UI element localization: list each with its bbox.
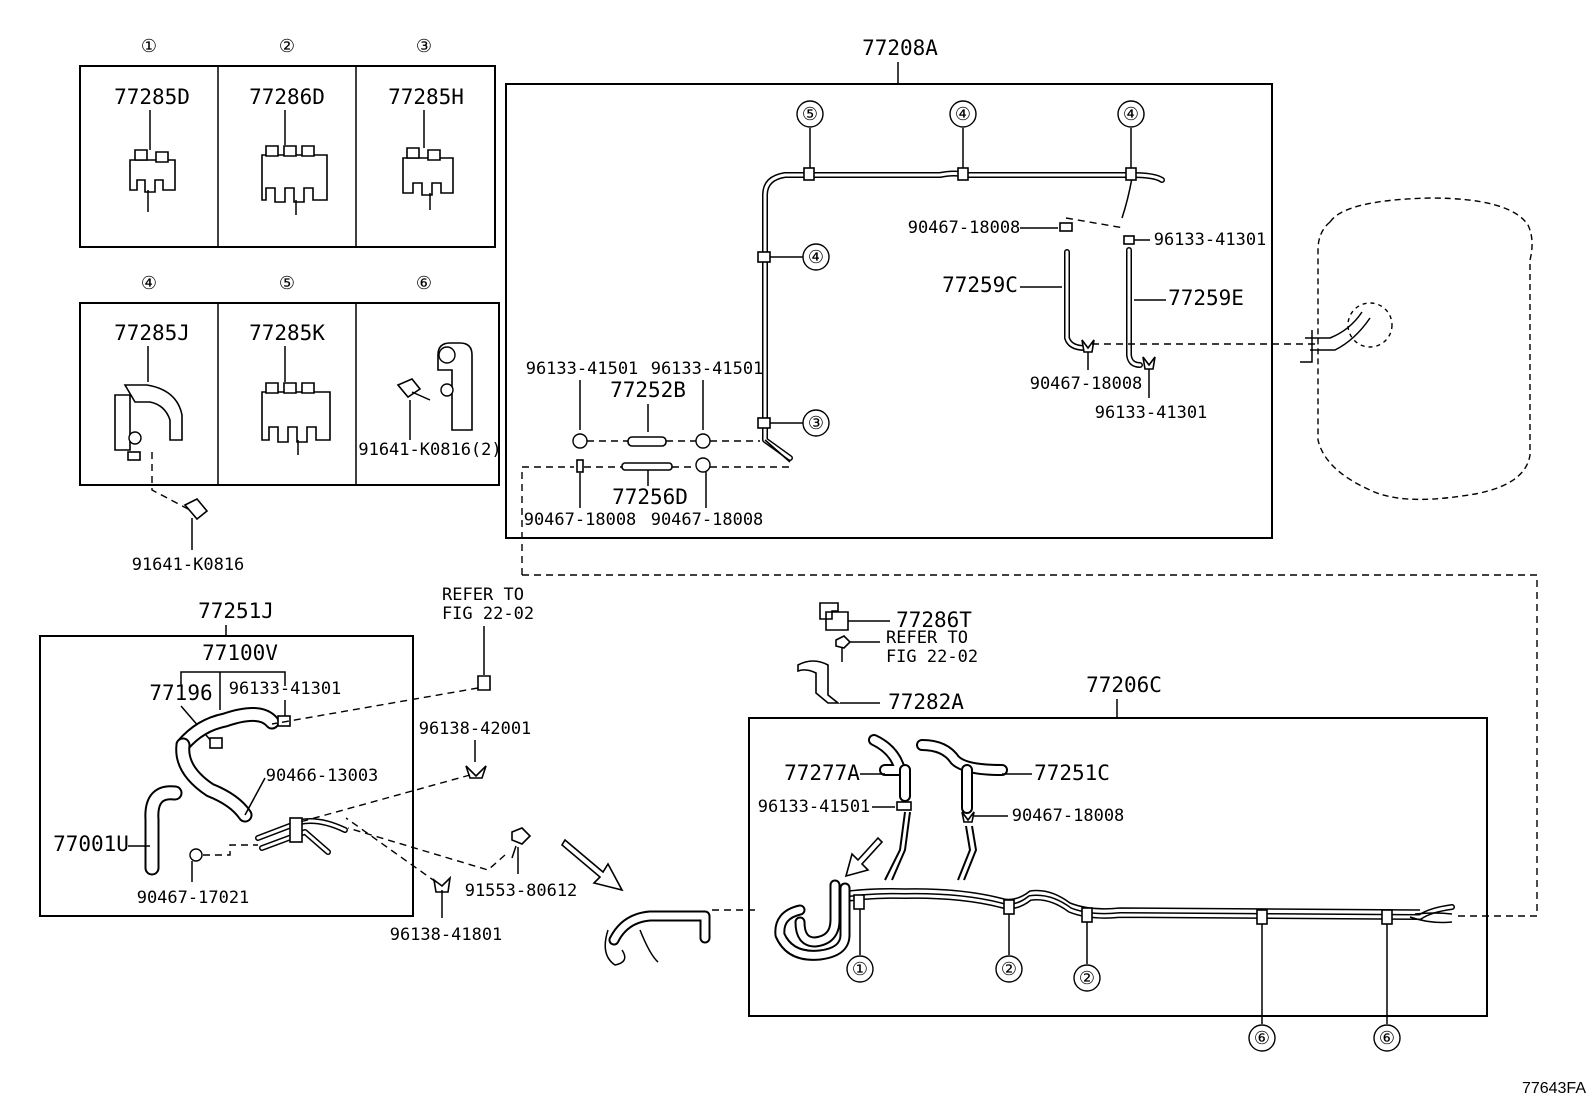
canister-hose-77196[interactable]: 77196 xyxy=(149,681,212,705)
clip-index-6: ⑥ xyxy=(416,273,432,294)
fuel-tank-outline xyxy=(1300,197,1533,501)
clip-77286D-icon xyxy=(261,145,328,215)
tube-box-lower-title[interactable]: 77206C xyxy=(1086,673,1162,697)
clip-77285H-icon xyxy=(402,147,454,210)
upper-hose-77259C[interactable]: 77259C xyxy=(942,273,1018,297)
canister-clamp-90467-17021[interactable]: 90467-17021 xyxy=(137,888,250,908)
clip-panel-upper-frame xyxy=(79,65,496,248)
canister-group-77100V[interactable]: 77100V xyxy=(202,641,278,665)
canister-clamp-96133-41301[interactable]: 96133-41301 xyxy=(229,679,342,699)
clip-part-77285J[interactable]: 77285J xyxy=(114,321,190,345)
clamp-77286T-icon xyxy=(819,602,849,631)
link-to-lower-tube xyxy=(522,574,1538,917)
clip-77285K-icon xyxy=(261,382,331,455)
upper-clamp-90467-18008-b[interactable]: 90467-18008 xyxy=(1030,374,1143,394)
tube-box-77206C: 77206C 77277A 77251C 96133-41501 90467-1… xyxy=(748,673,1488,1052)
bolt-91553-80612-icon xyxy=(511,827,532,859)
canister-box-title[interactable]: 77251J xyxy=(198,599,274,623)
tube-upper-clip-mark-5: ③ xyxy=(808,413,824,434)
bolt-91553-80612[interactable]: 91553-80612 xyxy=(465,881,578,901)
tube-lower-clip-mark-4: ⑥ xyxy=(1254,1028,1270,1049)
tube-upper-clip-mark-1: ⑤ xyxy=(802,104,818,125)
clip-96138-42001[interactable]: 96138-42001 xyxy=(419,719,532,739)
upper-hose-77256D[interactable]: 77256D xyxy=(612,485,688,509)
tube-upper-clip-mark-2: ④ xyxy=(955,104,971,125)
bracket-77282A[interactable]: 77282A xyxy=(888,690,964,714)
bolt-91641-K0816[interactable]: 91641-K0816 xyxy=(132,555,245,575)
lower-clamp-90467-18008[interactable]: 90467-18008 xyxy=(1012,806,1125,826)
clip-index-2: ② xyxy=(279,36,295,57)
tube-lower-clip-mark-1: ① xyxy=(852,959,868,980)
refer-a-line1[interactable]: REFER TO xyxy=(442,585,524,605)
refer-b-line1[interactable]: REFER TO xyxy=(886,628,968,648)
upper-clamp-96133-41301-a[interactable]: 96133-41301 xyxy=(1154,230,1267,250)
upper-hose-77252B[interactable]: 77252B xyxy=(610,378,686,402)
upper-clamp-90467-18008-a[interactable]: 90467-18008 xyxy=(908,218,1021,238)
clip-6-icon xyxy=(396,342,473,431)
clip-77285D-icon xyxy=(129,149,176,212)
upper-hose-77259E[interactable]: 77259E xyxy=(1168,286,1244,310)
upper-clamp-96133-41301-b[interactable]: 96133-41301 xyxy=(1095,403,1208,423)
clip-index-1: ① xyxy=(141,36,157,57)
clamp-77286T[interactable]: 77286T xyxy=(896,608,972,632)
clip-panel: ① 77285D ② 77286D ③ 77285H ④ 77285J xyxy=(79,36,502,575)
canister-box-77251J: 77251J 77100V 77196 96133-41301 90466-13… xyxy=(39,599,414,917)
lower-clamp-96133-41501[interactable]: 96133-41501 xyxy=(758,797,871,817)
clip-part-91641-K0816-x2[interactable]: 91641-K0816(2) xyxy=(358,440,501,460)
drawing-id: 77643FA xyxy=(1522,1080,1586,1097)
tube-upper-clip-mark-4: ④ xyxy=(808,247,824,268)
tube-upper-clip-mark-3: ④ xyxy=(1123,104,1139,125)
clip-77285J-icon xyxy=(114,384,183,461)
upper-clamp-90467-18008-c[interactable]: 90467-18008 xyxy=(524,510,637,530)
clip-part-77285K[interactable]: 77285K xyxy=(249,321,325,345)
tube-lower-clip-mark-2: ② xyxy=(1001,959,1017,980)
tube-box-77208A: 77208A ⑤ ④ ④ ④ ③ 90467-18008 xyxy=(505,36,1273,575)
clip-part-77286D[interactable]: 77286D xyxy=(249,85,325,109)
clip-part-77285H[interactable]: 77285H xyxy=(388,85,464,109)
tube-lower-clip-mark-3: ② xyxy=(1079,968,1095,989)
upper-clamp-96133-41501-b[interactable]: 96133-41501 xyxy=(651,359,764,379)
tube-box-upper-title[interactable]: 77208A xyxy=(862,36,938,60)
refer-b-line2[interactable]: FIG 22-02 xyxy=(886,647,978,667)
canister-77001U[interactable]: 77001U xyxy=(53,832,129,856)
clip-index-5: ⑤ xyxy=(279,273,295,294)
canister-clamp-90466-13003[interactable]: 90466-13003 xyxy=(266,766,379,786)
canister-box-frame xyxy=(39,635,414,917)
clip-96138-41801[interactable]: 96138-41801 xyxy=(390,925,503,945)
tube-box-upper-frame xyxy=(505,83,1273,539)
tube-lower-clip-mark-5: ⑥ xyxy=(1379,1028,1395,1049)
clip-part-77285D[interactable]: 77285D xyxy=(114,85,190,109)
refer-a-line2[interactable]: FIG 22-02 xyxy=(442,604,534,624)
loose-parts: REFER TO FIG 22-02 96138-42001 91553-806… xyxy=(271,585,978,966)
upper-clamp-90467-18008-d[interactable]: 90467-18008 xyxy=(651,510,764,530)
clip-index-4: ④ xyxy=(141,273,157,294)
lower-hose-77251C[interactable]: 77251C xyxy=(1034,761,1110,785)
bolt-icon xyxy=(183,498,209,550)
upper-clamp-96133-41501-a[interactable]: 96133-41501 xyxy=(526,359,639,379)
tube-box-lower-frame xyxy=(748,717,1488,1017)
clip-panel-lower-frame xyxy=(79,302,500,486)
lower-hose-77277A[interactable]: 77277A xyxy=(784,761,860,785)
clip-index-3: ③ xyxy=(416,36,432,57)
